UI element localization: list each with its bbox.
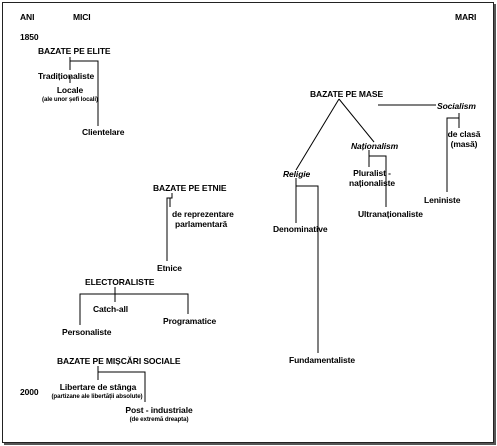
mase-denominative: Denominative bbox=[273, 224, 328, 234]
mase-title: BAZATE PE MASE bbox=[310, 89, 384, 99]
mase-to-religion bbox=[295, 98, 340, 171]
social-title: BAZATE PE MIȘCĂRI SOCIALE bbox=[57, 356, 181, 366]
mase-religion: Religie bbox=[283, 169, 311, 179]
mase-class: de clasă bbox=[447, 129, 481, 139]
mase-to-nationalism bbox=[338, 98, 375, 143]
elite-local: Locale bbox=[56, 85, 84, 95]
mase-leninist: Leniniste bbox=[424, 195, 461, 205]
etnie-ethnic: Etnice bbox=[157, 263, 182, 273]
social-connector bbox=[97, 366, 146, 402]
mase-fundamentalist: Fundamentaliste bbox=[289, 355, 356, 365]
elite-clientelar: Clientelare bbox=[82, 127, 125, 137]
social-left-lib: Libertare de stânga bbox=[59, 382, 137, 392]
religion-connector bbox=[295, 178, 319, 353]
social-left-lib-note: (partizane ale libertății absolute) bbox=[51, 393, 143, 400]
electoral-personalist: Personaliste bbox=[62, 327, 112, 337]
diagram-frame bbox=[2, 2, 494, 443]
electoral-title: ELECTORALISTE bbox=[85, 277, 155, 287]
elite-connector bbox=[69, 57, 99, 126]
axis-label-ani: ANI bbox=[20, 12, 35, 22]
etnie-branch-repr bbox=[169, 197, 172, 207]
mase-socialism: Socialism bbox=[437, 101, 476, 111]
etnie-repr-2: parlamentară bbox=[175, 219, 228, 229]
mase-pluralist-1: Pluralist - bbox=[353, 168, 391, 178]
year-start: 1850 bbox=[20, 32, 39, 42]
socialism-connector bbox=[446, 113, 460, 192]
etnie-repr-1: de reprezentare bbox=[172, 209, 234, 219]
axis-label-mici: MICI bbox=[73, 12, 91, 22]
electoral-programmatic: Programatice bbox=[163, 316, 217, 326]
mase-nationalism: Naționalism bbox=[351, 141, 399, 151]
electoral-branch-programmatic bbox=[115, 293, 189, 314]
year-end: 2000 bbox=[20, 387, 39, 397]
etnie-title: BAZATE PE ETNIE bbox=[153, 183, 227, 193]
electoral-connector bbox=[79, 287, 116, 325]
nationalism-connector bbox=[368, 150, 387, 207]
elite-local-note: (ale unor șefi locali) bbox=[42, 96, 98, 103]
elite-title: BAZATE PE ELITE bbox=[38, 46, 111, 56]
elite-traditional: Tradiționaliste bbox=[38, 71, 95, 81]
axis-label-mari: MARI bbox=[455, 12, 477, 22]
mase-pluralist-2: naționaliste bbox=[348, 178, 396, 188]
mase-class-note: (masă) bbox=[450, 139, 478, 149]
mase-ultranational: Ultranaționaliste bbox=[358, 209, 423, 219]
social-post-ind-note: (de extremă dreapta) bbox=[129, 416, 189, 423]
electoral-catchall: Catch-all bbox=[93, 304, 128, 314]
social-post-ind: Post - industriale bbox=[125, 405, 193, 415]
